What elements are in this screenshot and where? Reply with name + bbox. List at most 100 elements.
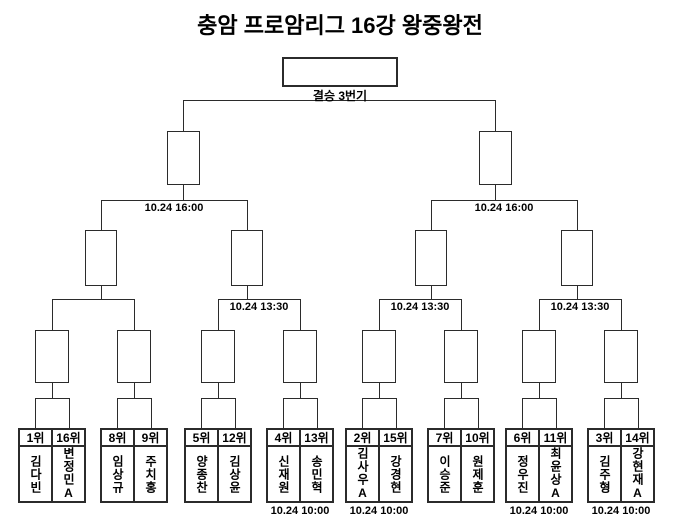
- bracket-line: [379, 299, 380, 330]
- round16-winner-box: [444, 330, 478, 383]
- round16-winner-box: [362, 330, 396, 383]
- seed-label: 4위: [268, 430, 299, 447]
- player-column-left: 7위 이승준: [429, 430, 460, 501]
- round16-winner-box: [201, 330, 235, 383]
- bracket-line: [638, 398, 639, 428]
- match-pair-box: 7위 이승준 10위 원제훈: [427, 428, 495, 503]
- seed-label: 3위: [589, 430, 620, 447]
- round16-winner-box: [604, 330, 638, 383]
- player-name: 김주형: [597, 454, 612, 494]
- player-name: 원제훈: [470, 454, 485, 494]
- seed-label: 7위: [429, 430, 460, 447]
- player-name: 강현재A: [630, 447, 645, 501]
- bracket-line: [362, 398, 363, 428]
- bracket-line: [522, 398, 523, 428]
- bracket-line: [621, 383, 622, 398]
- semifinal-time-left: 10.24 16:00: [144, 202, 204, 214]
- bracket-line: [317, 398, 318, 428]
- bracket-line: [151, 398, 152, 428]
- bracket-line: [539, 383, 540, 398]
- bracket-line: [247, 200, 248, 230]
- player-column-right: 14위 강현재A: [620, 430, 653, 501]
- player-column-left: 2위 김사우A: [347, 430, 378, 501]
- bracket-line: [35, 398, 70, 399]
- bracket-line: [621, 299, 622, 330]
- bracket-line: [604, 398, 605, 428]
- semifinal-box: [167, 131, 200, 185]
- bracket-line: [183, 185, 184, 200]
- bracket-line: [577, 286, 578, 299]
- seed-label: 9위: [135, 430, 166, 447]
- quarterfinal-box: [231, 230, 263, 286]
- player-name: 변정민A: [61, 447, 76, 501]
- bracket-line: [52, 299, 53, 330]
- round16-time: 10.24 10:00: [270, 505, 330, 517]
- bracket-line: [69, 398, 70, 428]
- player-name: 김다빈: [28, 454, 43, 494]
- bracket-line: [495, 185, 496, 200]
- bracket-line: [101, 200, 248, 201]
- bracket-line: [218, 299, 219, 330]
- bracket-line: [235, 398, 236, 428]
- bracket-line: [101, 200, 102, 230]
- round16-time: 10.24 10:00: [349, 505, 409, 517]
- seed-label: 12위: [219, 430, 250, 447]
- bracket-line: [218, 299, 301, 300]
- round16-time: 10.24 10:00: [591, 505, 651, 517]
- semifinal-box: [479, 131, 512, 185]
- player-column-right: 11위 최윤상A: [538, 430, 571, 501]
- quarterfinal-time: 10.24 13:30: [390, 301, 450, 313]
- bracket-line: [117, 398, 152, 399]
- bracket-line: [461, 383, 462, 398]
- player-column-right: 12위 김상윤: [217, 430, 250, 501]
- player-column-left: 5위 양종찬: [186, 430, 217, 501]
- seed-label: 15위: [380, 430, 411, 447]
- seed-label: 1위: [20, 430, 51, 447]
- seed-label: 6위: [507, 430, 538, 447]
- bracket-line: [379, 299, 462, 300]
- seed-label: 8위: [102, 430, 133, 447]
- bracket-line: [461, 299, 462, 330]
- bracket-line: [495, 100, 496, 131]
- match-pair-box: 5위 양종찬 12위 김상윤: [184, 428, 252, 503]
- seed-label: 14위: [622, 430, 653, 447]
- match-pair-box: 2위 김사우A 15위 강경현: [345, 428, 413, 503]
- seed-label: 5위: [186, 430, 217, 447]
- bracket-line: [247, 286, 248, 299]
- round16-winner-box: [35, 330, 69, 383]
- bracket-line: [117, 398, 118, 428]
- bracket-line: [101, 286, 102, 299]
- semifinal-time-right: 10.24 16:00: [474, 202, 534, 214]
- bracket-line: [431, 200, 578, 201]
- seed-label: 13위: [301, 430, 332, 447]
- bracket-line: [431, 200, 432, 230]
- bracket-line: [183, 100, 184, 131]
- player-name: 강경현: [388, 454, 403, 494]
- bracket-line: [362, 398, 397, 399]
- round16-time: 10.24 10:00: [509, 505, 569, 517]
- quarterfinal-box: [415, 230, 447, 286]
- quarterfinal-time: 10.24 13:30: [550, 301, 610, 313]
- quarterfinal-box: [561, 230, 593, 286]
- bracket-line: [52, 383, 53, 398]
- player-name: 이승준: [437, 454, 452, 494]
- player-column-right: 9위 주치홍: [133, 430, 166, 501]
- player-column-left: 1위 김다빈: [20, 430, 51, 501]
- bracket-line: [478, 398, 479, 428]
- player-name: 김사우A: [355, 447, 370, 501]
- bracket-line: [183, 100, 496, 101]
- bracket-line: [52, 299, 135, 300]
- bracket-line: [300, 383, 301, 398]
- bracket-line: [283, 398, 284, 428]
- bracket-line: [604, 398, 639, 399]
- player-name: 송민혁: [309, 454, 324, 494]
- bracket-line: [300, 299, 301, 330]
- round16-winner-box: [117, 330, 151, 383]
- quarterfinal-box: [85, 230, 117, 286]
- player-column-left: 8위 임상규: [102, 430, 133, 501]
- player-column-left: 4위 신재원: [268, 430, 299, 501]
- page-title: 충암 프로암리그 16강 왕중왕전: [197, 13, 483, 38]
- quarterfinal-time: 10.24 13:30: [229, 301, 289, 313]
- bracket-line: [201, 398, 202, 428]
